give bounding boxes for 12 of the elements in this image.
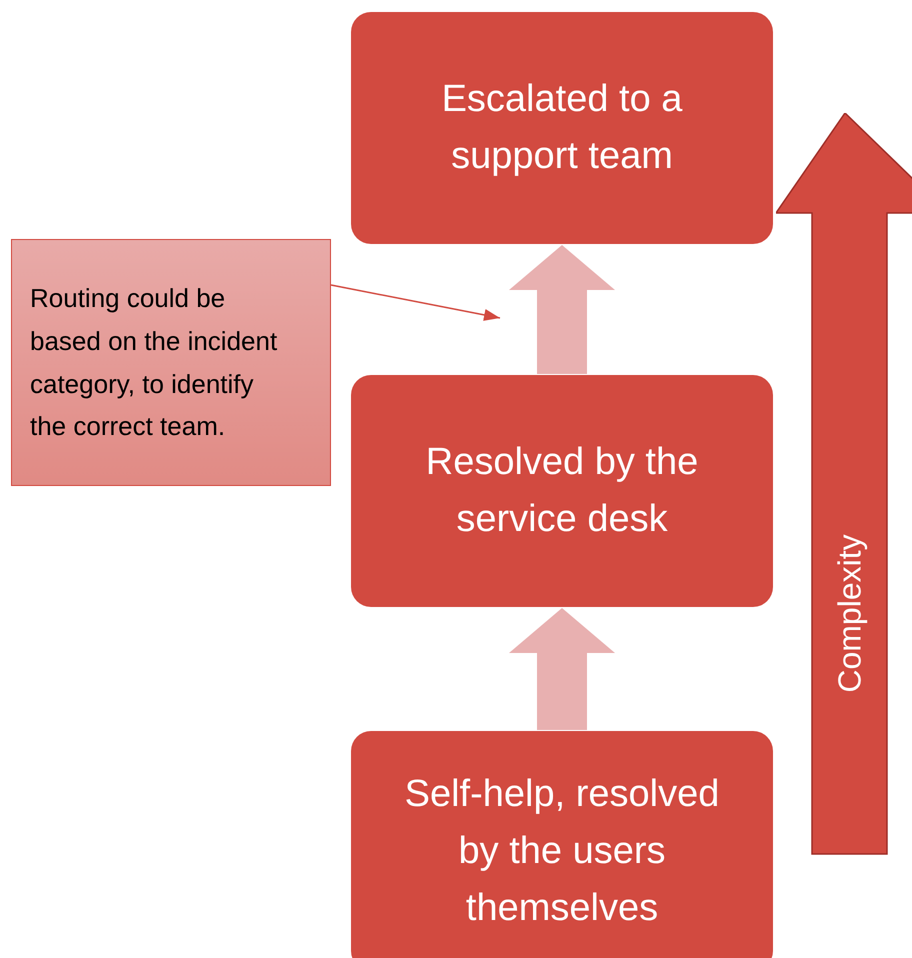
service-desk-box xyxy=(351,375,773,607)
axis-label: Complexity xyxy=(831,534,868,692)
block-arrow xyxy=(509,245,615,374)
leader-line xyxy=(330,284,500,321)
note-text: Routing could be based on the incident category, to identify the correct team. xyxy=(30,282,278,444)
step-label: Self-help, resolved by the users themselves xyxy=(404,772,720,930)
escalation-box xyxy=(351,12,773,244)
note-box xyxy=(11,239,331,486)
block-arrow xyxy=(509,608,615,730)
step-label: Resolved by the service desk xyxy=(424,440,700,542)
step-label: Escalated to a support team xyxy=(440,77,684,179)
self-help-box xyxy=(351,731,773,958)
